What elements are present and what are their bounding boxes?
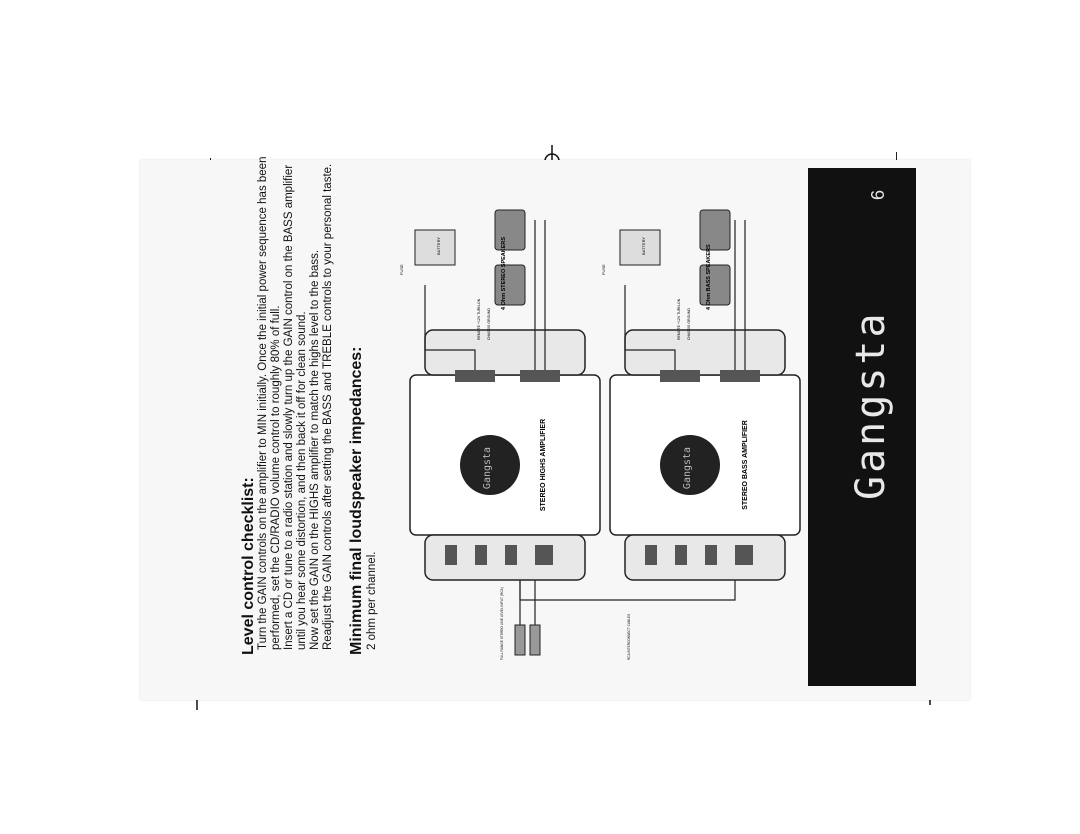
ground-label: CHASSIS GROUND [687, 308, 691, 340]
stereo-speakers [494, 209, 526, 306]
wiring-diagram: Gangsta STEREO HIGHS AMPLIFIER Gangsta S… [399, 209, 801, 660]
stereo-speakers-label: 4 Ohm STEREO SPEAKERS [501, 237, 507, 310]
checklist-line: until you hear some distortion, and then… [296, 311, 308, 650]
battery-label: BATTERY [436, 237, 441, 255]
brand-logo: Gangsta [848, 310, 894, 500]
checklist-title: Level control checklist: [240, 477, 257, 655]
bass-speakers-label: 4 Ohm BASS SPEAKERS [706, 244, 712, 310]
battery-icon [619, 229, 661, 266]
ground-label: CHASSIS GROUND [487, 308, 491, 340]
highs-amplifier: Gangsta STEREO HIGHS AMPLIFIER [409, 329, 601, 581]
highs-amp-label: STEREO HIGHS AMPLIFIER [540, 419, 547, 511]
bass-amp-label: STEREO BASS AMPLIFIER [742, 420, 749, 510]
bass-amplifier: Gangsta STEREO BASS AMPLIFIER [609, 329, 801, 581]
logo-mark: Gangsta [482, 447, 493, 489]
remote-label: REMOTE +12V TURN-ON [677, 298, 681, 340]
battery-label: BATTERY [641, 237, 646, 255]
page-number: 6 [868, 189, 888, 200]
checklist-line: Insert a CD or tune to a radio station a… [283, 164, 295, 650]
interconnect-label: RCA INTERCONNECT CABLES [627, 614, 631, 660]
checklist-line: Readjust the GAIN controls after setting… [322, 163, 334, 650]
brand-sidebar [808, 168, 916, 686]
fuse-label: FUSE [399, 264, 404, 275]
impedance-title: Minimum final loudspeaker impedances: [348, 346, 365, 655]
battery-icon [414, 229, 456, 266]
rca-plug-icon [514, 624, 526, 656]
checklist-line: Turn the GAIN controls on the amplifier … [257, 156, 269, 650]
checklist-line: Now set the GAIN on the HIGHS amplifier … [309, 249, 321, 650]
logo-mark: Gangsta [682, 447, 693, 489]
input-label: FULL RANGE STEREO LINE LEVEL INPUT (RCA) [500, 587, 504, 660]
fuse-label: FUSE [601, 264, 606, 275]
bass-speakers [699, 209, 731, 306]
impedance-value: 2 ohm per channel. [366, 551, 378, 650]
checklist-line: performed, set the CD/RADIO volume contr… [270, 305, 282, 650]
rca-plug-icon [529, 624, 541, 656]
remote-label: REMOTE +12V TURN-ON [477, 298, 481, 340]
